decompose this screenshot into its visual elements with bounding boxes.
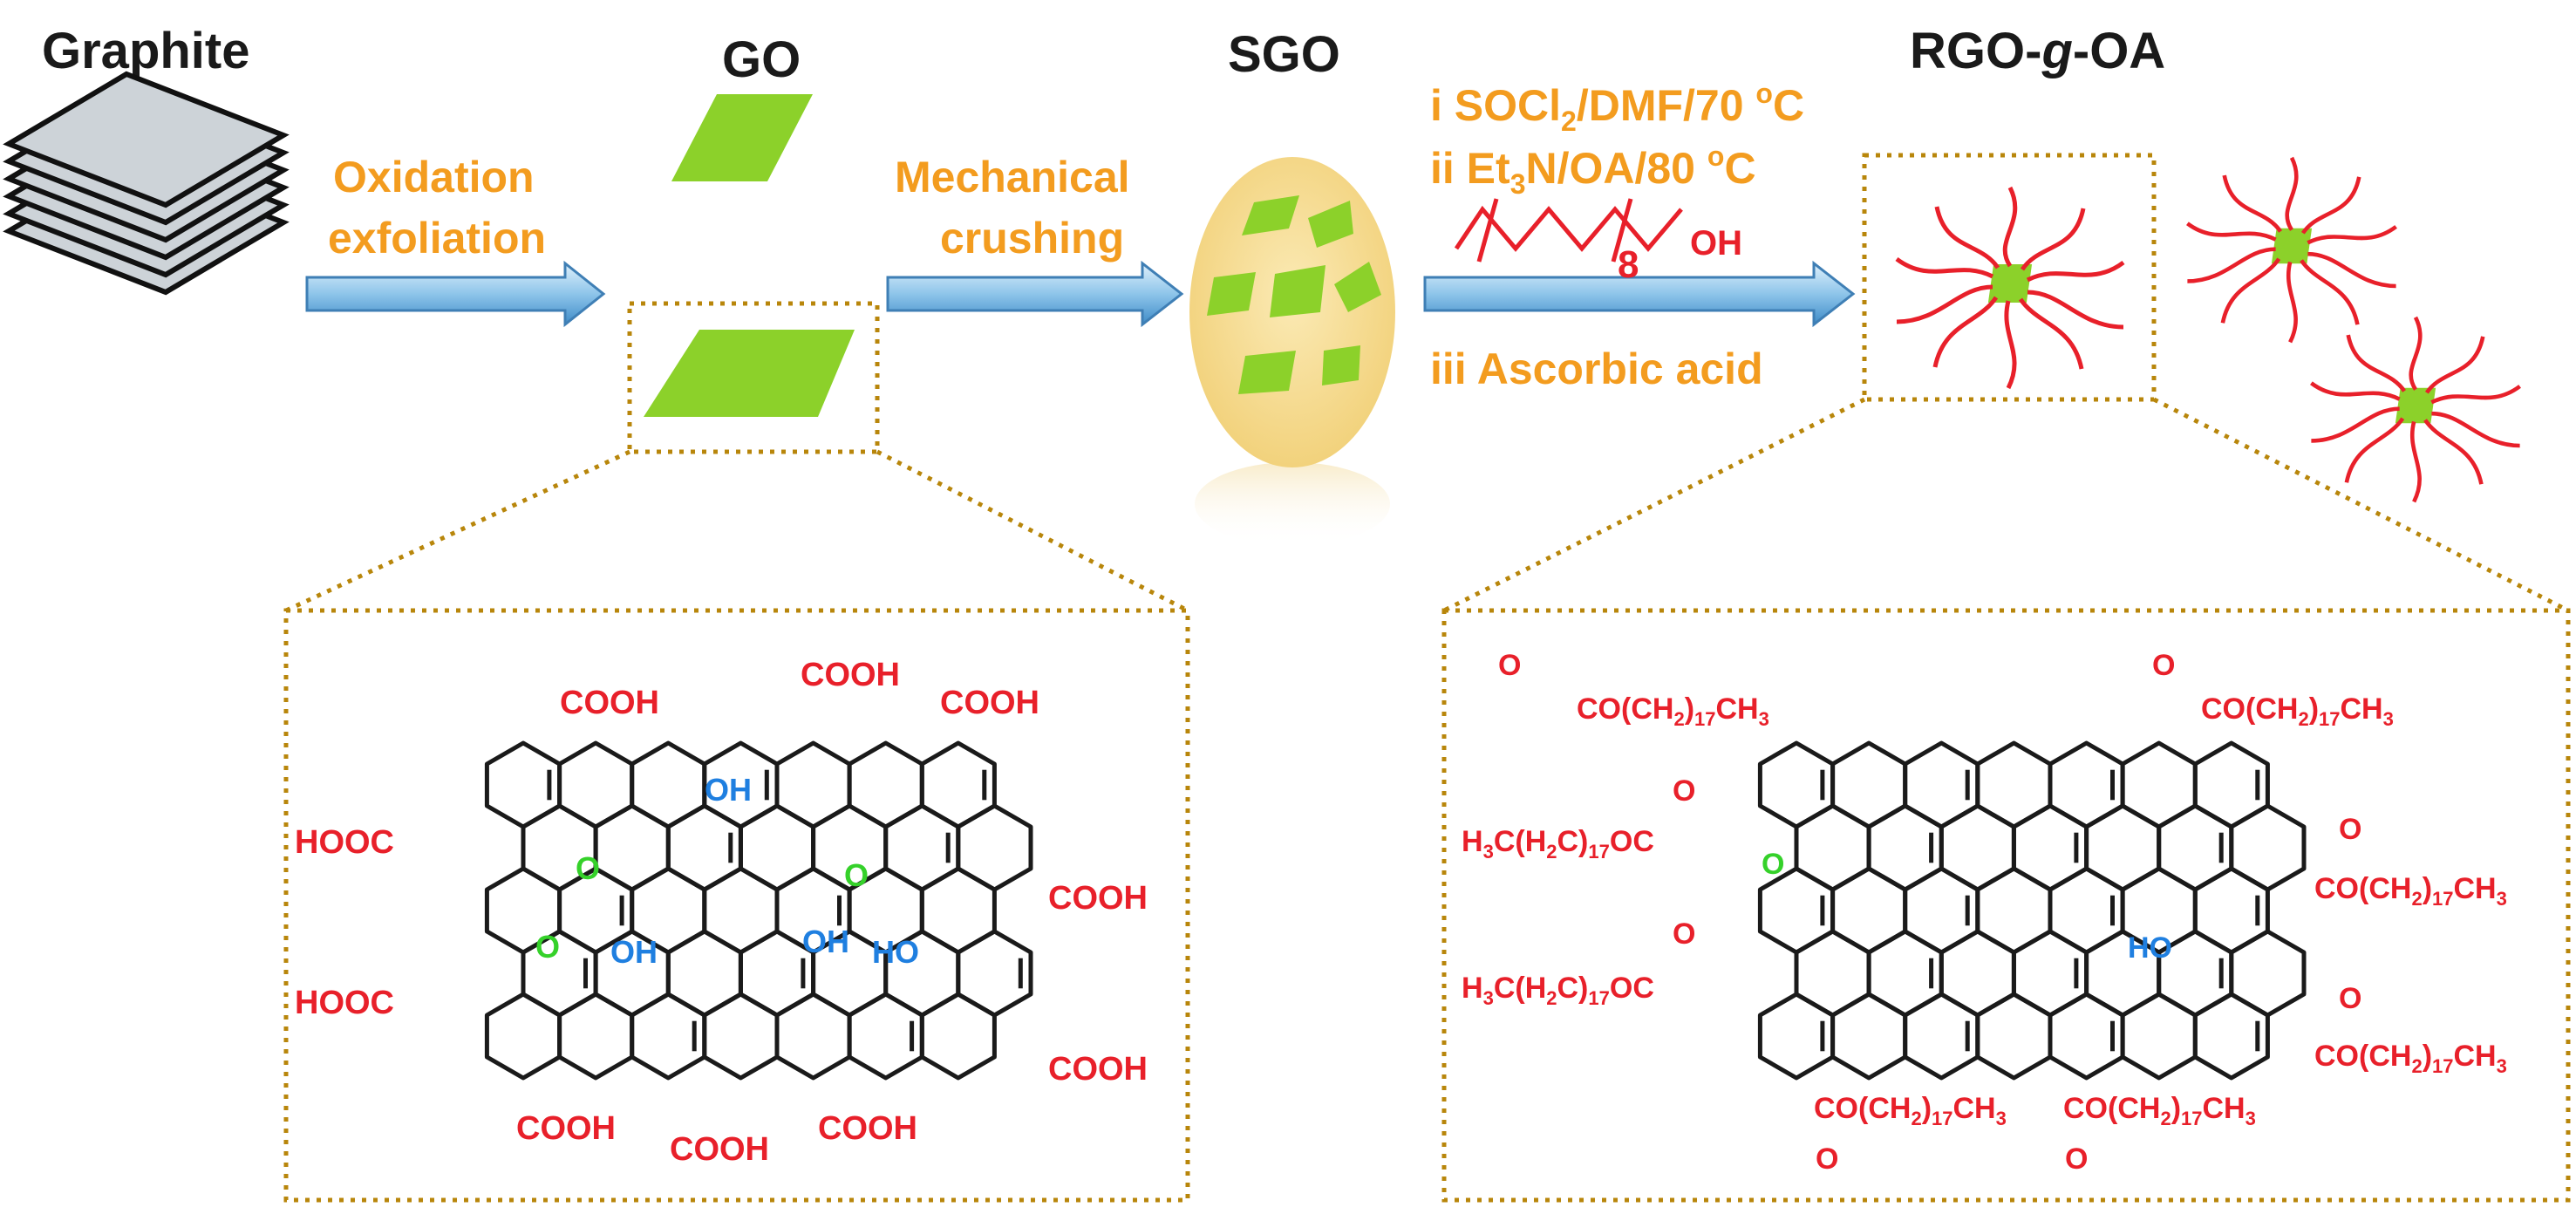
svg-text:O: O (1816, 1142, 1838, 1176)
rgo-ester-bottom-left: CO(CH2)17CH3 O (1814, 1092, 2007, 1176)
svg-text:O: O (1498, 649, 1521, 682)
go-cooh-label: COOH (560, 685, 659, 721)
svg-text:O: O (1673, 774, 1695, 808)
go-cooh-label: COOH (801, 657, 900, 693)
svg-text:H3C(H2C)17OC: H3C(H2C)17OC (1462, 972, 1654, 1009)
svg-text:CO(CH2)17CH3: CO(CH2)17CH3 (2314, 872, 2507, 910)
rgo-structure-panel (1441, 608, 2571, 1203)
carbon-ring (1975, 992, 2053, 1081)
go-cooh-label: COOH (670, 1131, 769, 1168)
title-rgo-g-oa: RGO-g-OA (1910, 23, 2165, 79)
go-epoxide-label: O (535, 929, 560, 965)
go-structure-panel (283, 608, 1190, 1203)
go-zoom-line (284, 449, 631, 613)
step-mechanical: Mechanical (895, 153, 1130, 201)
step-crushing: crushing (940, 214, 1124, 263)
rgo-ester-left-2: O H3C(H2C)17OC (1462, 917, 1695, 1009)
rgo-zoom-box (1862, 153, 2157, 402)
rgo-lattice (1757, 740, 2307, 1081)
svg-text:O: O (1673, 917, 1695, 951)
go-functional-groups: COOH COOH COOH HOOC COOH HOOC COOH COOH … (295, 657, 1148, 1168)
carbon-ring (702, 992, 780, 1081)
rgo-ester-right-2: O CO(CH2)17CH3 (2314, 982, 2507, 1077)
reagent-step-1: i SOCl2/DMF/70 oC (1430, 78, 1804, 137)
carbon-ring (2192, 992, 2270, 1081)
svg-text:CO(CH2)17CH3: CO(CH2)17CH3 (2314, 1040, 2507, 1077)
go-epoxide-label: O (844, 857, 869, 893)
go-epoxide-label: O (576, 850, 600, 886)
rgo-ester-top-right: O CO(CH2)17CH3 (2152, 649, 2394, 730)
go-hydroxyl-label: OH (705, 772, 752, 808)
go-hydroxyl-label: OH (610, 934, 658, 970)
svg-text:CO(CH2)17CH3: CO(CH2)17CH3 (1814, 1092, 2007, 1129)
title-go: GO (722, 31, 801, 88)
go-cooh-label: COOH (1048, 1051, 1148, 1088)
go-zoom-box (627, 301, 880, 454)
graphite-stack-icon (3, 71, 290, 296)
carbon-ring (1830, 992, 1908, 1081)
step-exfoliation: exfoliation (328, 214, 546, 263)
go-sheet-icon (644, 330, 855, 417)
grafted-sheet-icon (2187, 158, 2395, 343)
rgo-ester-bottom-right: CO(CH2)17CH3 O (2063, 1092, 2256, 1176)
go-sheet-icon (671, 94, 813, 181)
arrow-icon (305, 260, 606, 328)
svg-text:CO(CH2)17CH3: CO(CH2)17CH3 (2201, 692, 2394, 730)
reagent-step-2: ii Et3N/OA/80 oC (1430, 140, 1756, 200)
svg-text:O: O (2065, 1142, 2088, 1176)
carbon-ring (2120, 992, 2198, 1081)
svg-text:H3C(H2C)17OC: H3C(H2C)17OC (1462, 825, 1654, 863)
carbon-ring (919, 992, 997, 1081)
carbon-ring (774, 992, 852, 1081)
rgo-ester-left-1: O H3C(H2C)17OC (1462, 774, 1695, 863)
rgo-epoxide-label: O (1762, 848, 1784, 881)
go-zoom-line (876, 449, 1189, 613)
title-sgo: SGO (1228, 26, 1340, 83)
rgo-ester-top-left: O CO(CH2)17CH3 (1498, 649, 1769, 730)
arrow-icon (1423, 260, 1856, 328)
go-hooc-label: HOOC (295, 985, 394, 1021)
svg-text:CO(CH2)17CH3: CO(CH2)17CH3 (1577, 692, 1769, 730)
go-lattice (484, 740, 1033, 1081)
grafted-sheet-icon (1897, 188, 2123, 388)
octadecanol-structure: 8 OH (1454, 198, 1742, 286)
svg-text:O: O (2339, 813, 2361, 846)
step-oxidation: Oxidation (333, 153, 535, 201)
chain-hydroxyl: OH (1690, 224, 1742, 263)
rgo-zoom-line (2152, 397, 2570, 613)
arrow-icon (886, 260, 1184, 328)
rgo-functional-groups: O CO(CH2)17CH3 O CO(CH2)17CH3 O H3C(H2C)… (1462, 649, 2507, 1176)
go-cooh-label: COOH (940, 685, 1039, 721)
title-graphite: Graphite (42, 23, 250, 79)
chain-repeat-count: 8 (1618, 243, 1639, 286)
go-cooh-label: COOH (818, 1110, 917, 1147)
reagent-step-3: iii Ascorbic acid (1430, 344, 1763, 393)
svg-text:O: O (2339, 982, 2361, 1015)
sgo-particle-icon (1189, 157, 1395, 467)
go-hooc-label: HOOC (295, 824, 394, 861)
carbon-ring (484, 992, 562, 1081)
svg-text:CO(CH2)17CH3: CO(CH2)17CH3 (2063, 1092, 2256, 1129)
grafted-sheet-icon (2311, 317, 2519, 502)
go-hydroxyl-label: OH (802, 924, 849, 959)
sgo-particle-shadow (1195, 462, 1390, 546)
rgo-hydroxyl-label: HO (2128, 931, 2172, 965)
svg-text:O: O (2152, 649, 2175, 682)
rgo-zoom-line (1442, 397, 1866, 613)
rgo-ester-right-1: O CO(CH2)17CH3 (2314, 813, 2507, 910)
go-cooh-label: COOH (516, 1110, 616, 1147)
carbon-ring (557, 992, 635, 1081)
go-hydroxyl-label: HO (872, 934, 919, 970)
go-cooh-label: COOH (1048, 880, 1148, 917)
